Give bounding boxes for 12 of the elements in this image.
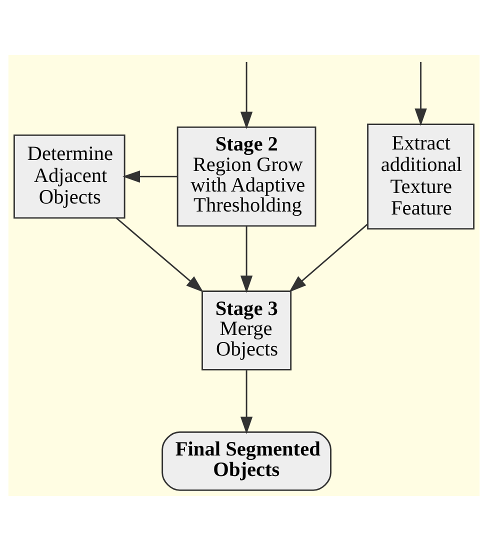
arrow — [122, 170, 178, 182]
node-box: Stage 3 Merge Objects — [202, 290, 292, 370]
node-box: Stage 2 Region Grow with Adaptive Thresholding — [176, 126, 316, 226]
arrow — [289, 223, 368, 292]
arrow — [116, 217, 204, 292]
arrow — [414, 61, 427, 126]
arrow — [240, 226, 253, 293]
node-box: Final Segmented Objects — [162, 430, 332, 490]
arrow — [240, 61, 253, 129]
arrow — [240, 370, 253, 434]
node-box: Determine Adjacent Objects — [14, 134, 126, 218]
node-box: Extract additional Texture Feature — [367, 123, 474, 230]
